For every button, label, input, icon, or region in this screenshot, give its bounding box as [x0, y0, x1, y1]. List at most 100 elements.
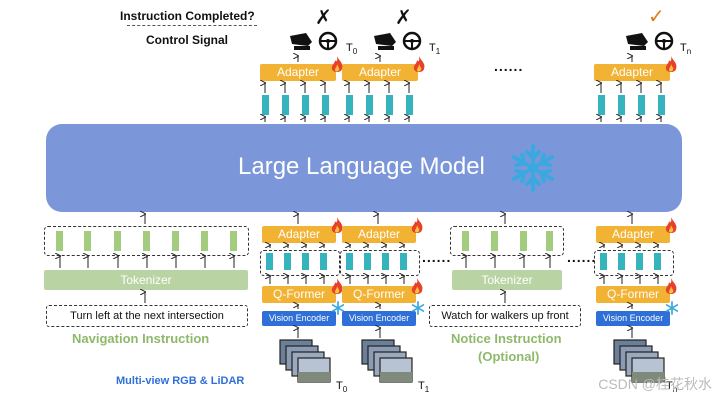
- output-token: [346, 95, 353, 115]
- fire-icon: [331, 56, 343, 72]
- output-token: [638, 95, 645, 115]
- frames-time-label-tn: Tn: [666, 380, 678, 395]
- steering-wheel-icon: [402, 31, 422, 51]
- snowflake-icon: [331, 301, 345, 315]
- fire-icon: [331, 278, 343, 294]
- visual-token: [382, 253, 389, 270]
- adapter-top-tn: Adapter: [594, 64, 670, 81]
- fire-icon: [413, 56, 425, 72]
- text-token: [201, 231, 208, 251]
- snowflake-icon: [511, 144, 555, 192]
- llm-title: Large Language Model: [238, 153, 485, 180]
- output-token: [262, 95, 269, 115]
- control-icon-tn: [626, 31, 674, 51]
- time-label-t1: T1: [429, 42, 441, 57]
- success-mark-tn: ✓: [648, 6, 665, 28]
- pedal-icon: [626, 33, 648, 50]
- frames-time-label-t0: T0: [336, 380, 348, 395]
- navigation-instruction-text: Turn left at the next intersection: [46, 305, 248, 327]
- ellipsis-top: ......: [494, 58, 524, 74]
- fail-mark-t1: ✗: [395, 7, 412, 29]
- fire-icon: [665, 56, 677, 72]
- visual-token: [364, 253, 371, 270]
- large-language-model-block: [46, 124, 682, 212]
- output-token: [302, 95, 309, 115]
- time-label-tn: Tn: [680, 42, 692, 57]
- text-token: [230, 231, 237, 251]
- output-token: [658, 95, 665, 115]
- adapter-top-t0: Adapter: [260, 64, 336, 81]
- visual-token: [346, 253, 353, 270]
- vision-encoder-t0: Vision Encoder: [262, 311, 336, 326]
- text-token: [84, 231, 91, 251]
- notice-instruction-text: Watch for walkers up front: [429, 305, 581, 327]
- visual-token: [284, 253, 291, 270]
- tokenizer-notice: Tokenizer: [452, 270, 562, 290]
- visual-tokens-box-t1: [340, 250, 420, 276]
- output-token: [386, 95, 393, 115]
- notice-instruction-caption: Notice Instruction: [451, 331, 562, 346]
- camera-frames-icon: [613, 339, 665, 383]
- visual-token: [600, 253, 607, 270]
- output-token: [406, 95, 413, 115]
- text-token: [491, 231, 498, 251]
- text-token: [520, 231, 527, 251]
- visual-token: [400, 253, 407, 270]
- adapter-top-t1: Adapter: [342, 64, 418, 81]
- adapter-bottom-t1: Adapter: [342, 226, 416, 243]
- text-token: [143, 231, 150, 251]
- notice-instruction-optional: (Optional): [478, 349, 540, 364]
- output-token: [598, 95, 605, 115]
- notice-tokens-box: [450, 226, 564, 256]
- output-token: [366, 95, 373, 115]
- fire-icon: [331, 217, 343, 233]
- q-former-tn: Q-Former: [596, 286, 670, 303]
- fire-icon: [411, 217, 423, 233]
- q-former-t0: Q-Former: [262, 286, 336, 303]
- control-icon-t0: [290, 31, 338, 51]
- fail-mark-t0: ✗: [315, 7, 332, 29]
- pedal-icon: [290, 33, 312, 50]
- ellipsis-mid-1: ......: [422, 249, 452, 265]
- frames-time-label-t1: T1: [418, 380, 430, 395]
- vision-encoder-t1: Vision Encoder: [342, 311, 416, 326]
- visual-token: [302, 253, 309, 270]
- fire-icon: [665, 217, 677, 233]
- adapter-bottom-t0: Adapter: [262, 226, 336, 243]
- steering-wheel-icon: [654, 31, 674, 51]
- text-token: [172, 231, 179, 251]
- snowflake-icon: [411, 301, 425, 315]
- fire-icon: [411, 278, 423, 294]
- control-icon-t1: [374, 31, 422, 51]
- camera-frames-icon: [279, 339, 331, 383]
- visual-tokens-box-tn: [594, 250, 674, 276]
- sensors-caption: Multi-view RGB & LiDAR: [116, 375, 245, 387]
- q-former-t1: Q-Former: [342, 286, 416, 303]
- fire-icon: [665, 278, 677, 294]
- adapter-bottom-tn: Adapter: [596, 226, 670, 243]
- instruction-completed-label: Instruction Completed?: [120, 9, 255, 23]
- camera-frames-icon: [361, 339, 413, 383]
- visual-token: [618, 253, 625, 270]
- snowflake-icon: [665, 301, 679, 315]
- visual-token: [320, 253, 327, 270]
- text-token: [114, 231, 121, 251]
- time-label-t0: T0: [346, 42, 358, 57]
- steering-wheel-icon: [318, 31, 338, 51]
- text-token: [546, 231, 553, 251]
- tokenizer-navigation: Tokenizer: [44, 270, 248, 290]
- navigation-instruction-caption: Navigation Instruction: [72, 331, 210, 346]
- output-token: [282, 95, 289, 115]
- visual-tokens-box-t0: [260, 250, 340, 276]
- text-token: [462, 231, 469, 251]
- vision-encoder-tn: Vision Encoder: [596, 311, 670, 326]
- pedal-icon: [374, 33, 396, 50]
- text-token: [56, 231, 63, 251]
- visual-token: [654, 253, 661, 270]
- ellipsis-mid-2: ......: [567, 249, 597, 265]
- watermark: CSDN @桂花秋水: [598, 376, 712, 392]
- visual-token: [266, 253, 273, 270]
- output-token: [618, 95, 625, 115]
- control-signal-label: Control Signal: [146, 33, 228, 47]
